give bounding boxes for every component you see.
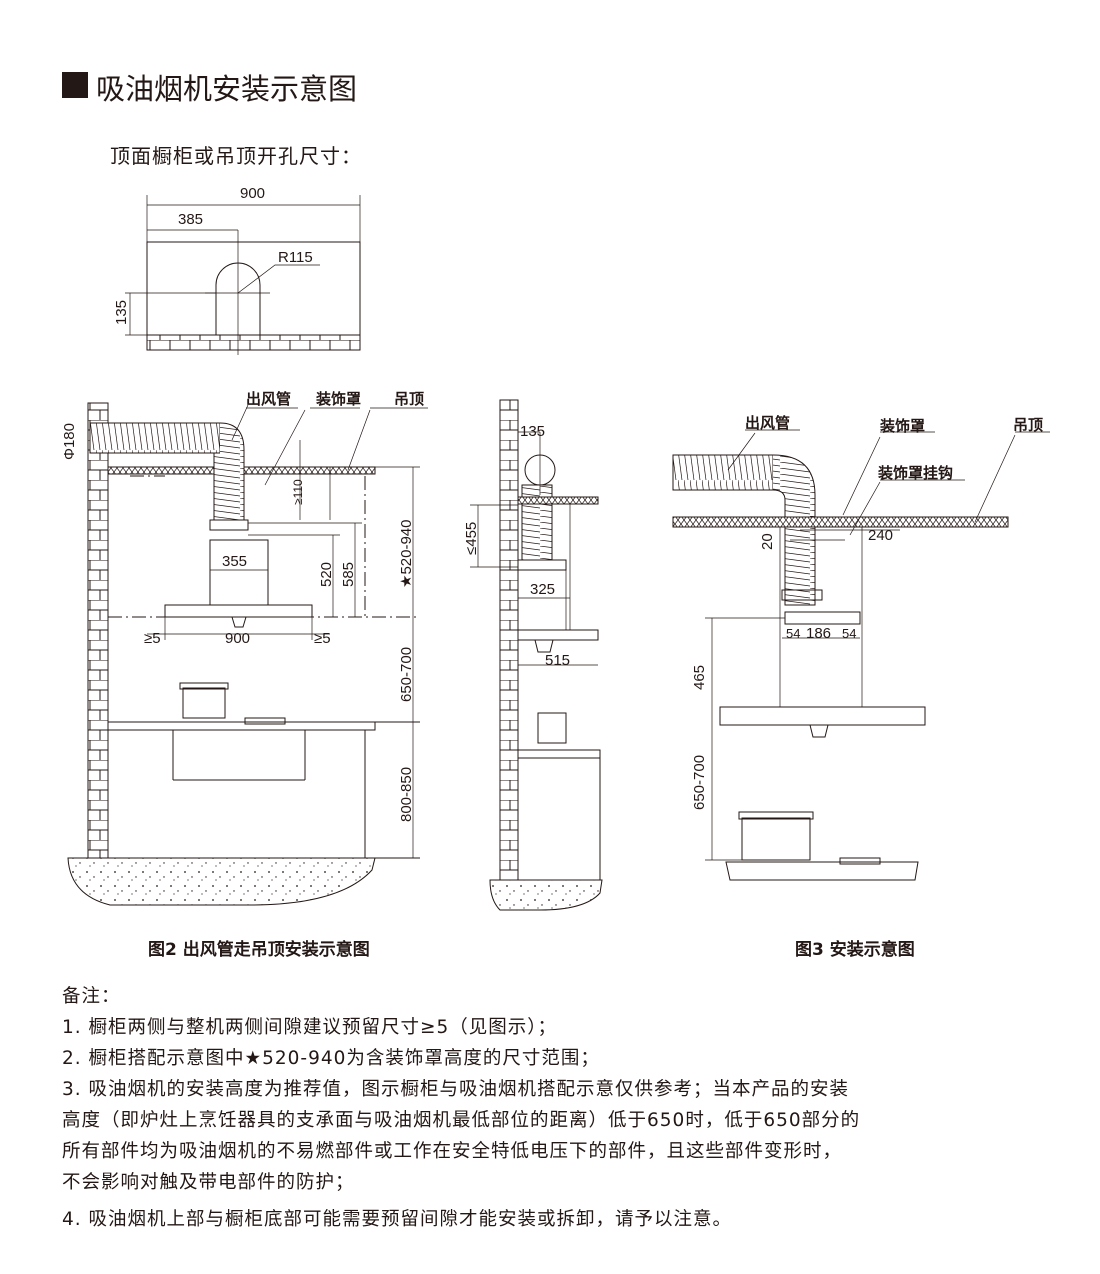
note-line: 3. 吸油烟机的安装高度为推荐值，图示橱柜与吸油烟机搭配示意仅供参考；当本产品的… [62,1079,850,1100]
label-duct: 出风管 [246,390,291,408]
dim-gap-right: ≥5 [314,630,331,647]
dim-side-135: 135 [520,423,545,440]
dim-20: 20 [759,533,776,550]
fig3-caption: 图3 安装示意图 [795,940,915,960]
label-ceiling: 吊顶 [1013,417,1043,434]
note-line: 不会影响对触及带电部件的防护； [62,1172,355,1193]
title-bullet-icon [62,72,88,98]
top-opening-view: 900 385 R115 135 [113,185,361,355]
dim-width: 900 [240,185,265,202]
dim-54-right: 54 [842,626,856,641]
note-line: 2. 橱柜搭配示意图中★520-940为含装饰罩高度的尺寸范围； [62,1048,600,1069]
dim-gap-left: ≥5 [144,630,161,647]
label-ceiling: 吊顶 [394,391,424,408]
dim-diameter: Φ180 [61,423,78,460]
fig2-caption: 图2 出风管走吊顶安装示意图 [148,940,370,960]
section-subtitle: 顶面橱柜或吊顶开孔尺寸： [110,144,362,168]
dim-side-455: ≤455 [463,522,480,555]
fig3-view: 出风管 装饰罩 吊顶 装饰罩挂钩 20 240 54 186 54 465 65… [672,414,1050,881]
dim-height: 135 [113,300,130,325]
label-hook: 装饰罩挂钩 [877,464,953,482]
dim-radius: R115 [278,249,313,266]
dim-hood-height: 650-700 [398,647,415,702]
dim-186: 186 [806,625,831,642]
dim-side-515: 515 [545,652,570,669]
dim-offset: 385 [178,211,203,228]
dim-side-325: 325 [530,581,555,598]
note-line: 1. 橱柜两侧与整机两侧间隙建议预留尺寸≥5（见图示）； [62,1017,558,1038]
dim-cover-width: 355 [222,553,247,570]
page-title: 吸油烟机安装示意图 [96,72,358,106]
label-cover: 装饰罩 [315,390,361,408]
dim-cabinet-height: 800-850 [398,767,415,822]
dim-hood-width: 900 [225,630,250,647]
dim-585: 585 [340,562,357,587]
dim-520: 520 [318,562,335,587]
fig2-side-view: 135 ≤455 325 515 [463,399,603,911]
dim-range: ★520-940 [398,520,415,589]
dim-54-left: 54 [786,626,800,641]
note-line: 所有部件均为吸油烟机的不易燃部件或工作在安全特低电压下的部件，且这些部件变形时， [62,1141,843,1162]
fig2-front-view: 出风管 装饰罩 吊顶 Φ180 ≥110 355 520 585 ★520-94… [61,390,428,906]
dim-min-gap: ≥110 [291,479,305,505]
note-line: 高度（即炉灶上烹饪器具的支承面与吸油烟机最低部位的距离）低于650时，低于650… [62,1110,861,1131]
note-line: 4. 吸油烟机上部与橱柜底部可能需要预留间隙才能安装或拆卸，请予以注意。 [62,1209,733,1230]
label-duct: 出风管 [745,414,790,432]
notes-heading: 备注： [62,986,121,1007]
dim-650-700: 650-700 [691,755,708,810]
dim-240: 240 [868,527,893,544]
dim-465: 465 [691,665,708,690]
label-cover: 装饰罩 [879,417,925,435]
